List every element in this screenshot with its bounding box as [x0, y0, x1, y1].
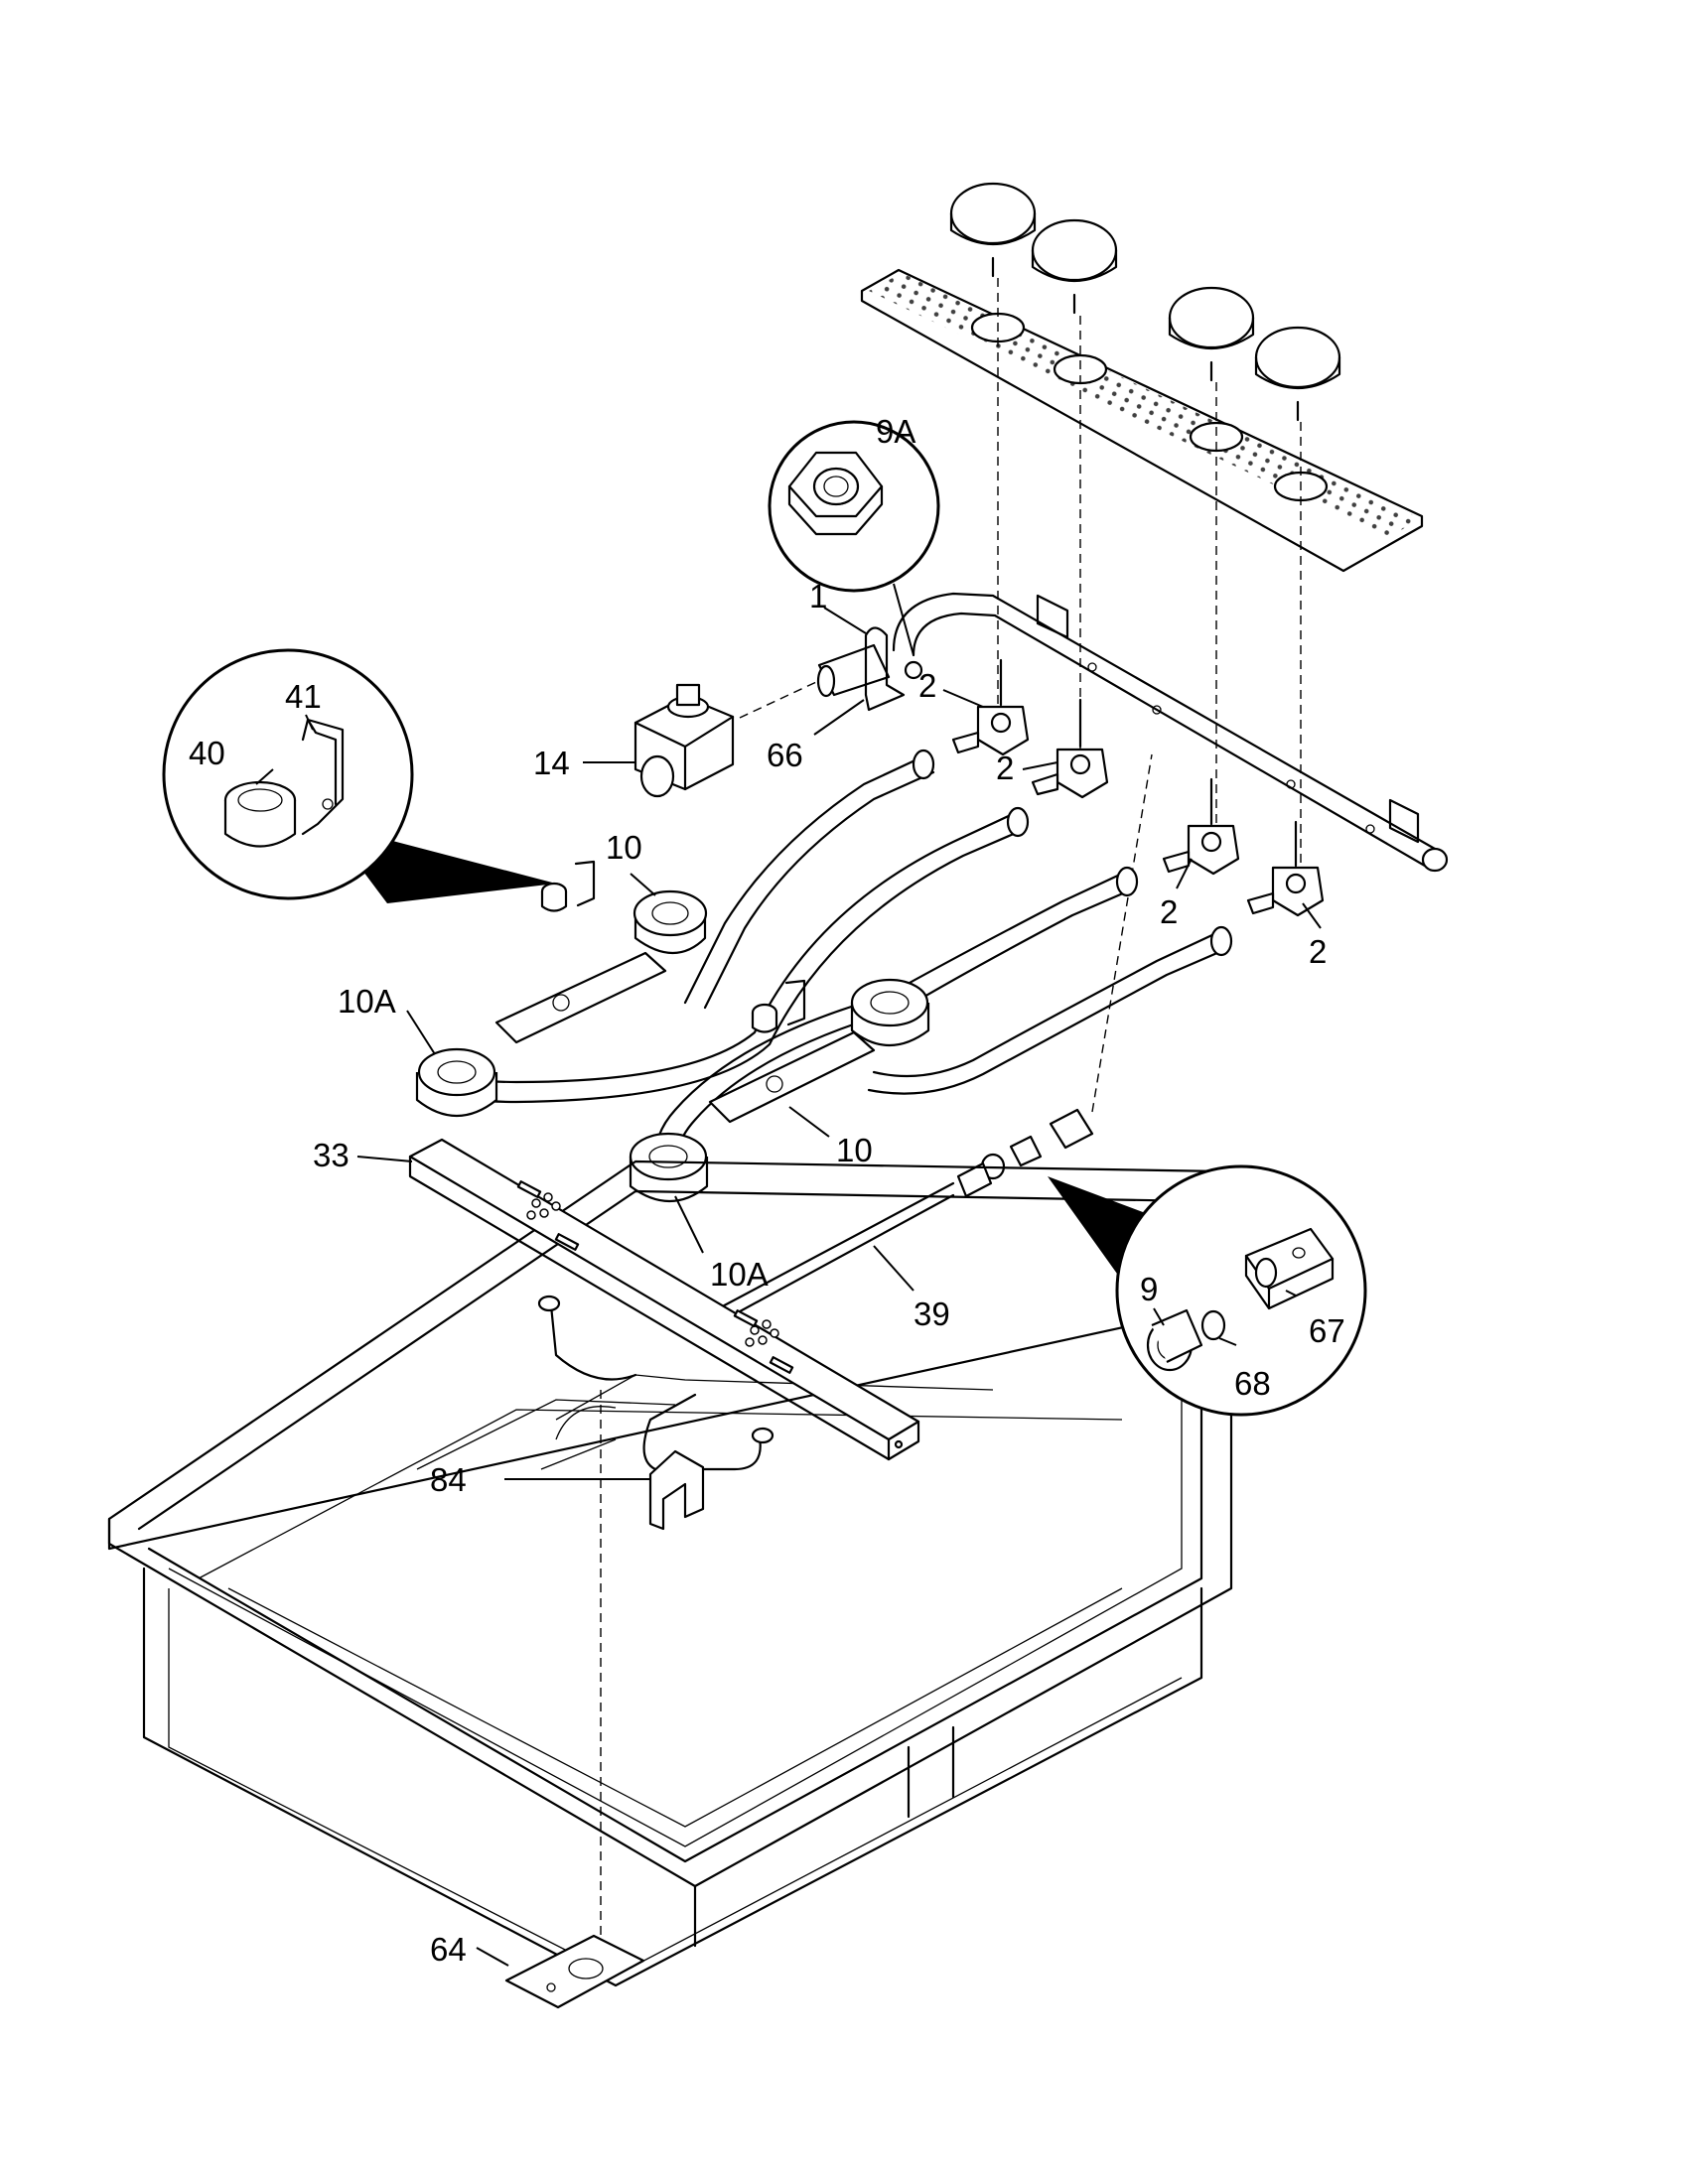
- callout-68: 68: [1234, 1365, 1271, 1402]
- orifice-fittings: [713, 1108, 1094, 1324]
- igniter-bar: [408, 1138, 920, 1461]
- inset-40-41: [162, 648, 556, 903]
- callout-2: 2: [1160, 893, 1178, 930]
- knob-2: [1031, 218, 1118, 315]
- manifold-pipe: [816, 592, 1449, 873]
- callout-40: 40: [189, 735, 225, 771]
- inset-9-67-68: [1048, 1164, 1367, 1417]
- knob-1: [949, 182, 1037, 278]
- callout-66: 66: [767, 737, 803, 773]
- burner-valves: [951, 658, 1325, 917]
- burner-head-rear-left: [415, 1047, 498, 1118]
- valve-4: [1246, 820, 1325, 917]
- burner-assemblies: [415, 749, 1233, 1203]
- callout-2: 2: [918, 667, 936, 704]
- burner-head-front-left: [629, 1132, 709, 1203]
- callout-10A: 10A: [338, 983, 396, 1020]
- control-knobs: [949, 182, 1341, 422]
- callout-10: 10: [836, 1132, 873, 1168]
- callout-33: 33: [313, 1137, 350, 1173]
- callout-39: 39: [914, 1296, 950, 1332]
- callout-10A: 10A: [710, 1256, 769, 1293]
- callout-1: 1: [809, 578, 827, 614]
- callout-9A: 9A: [876, 413, 915, 450]
- perforated-panel: [860, 268, 1424, 573]
- callout-2: 2: [996, 750, 1014, 786]
- callout-67: 67: [1309, 1312, 1345, 1349]
- knob-3: [1168, 286, 1255, 382]
- leader-lines: [255, 607, 1322, 1967]
- alignment-lines: [600, 278, 1302, 1980]
- callout-84: 84: [430, 1461, 467, 1498]
- callout-41: 41: [285, 678, 322, 715]
- callout-9: 9: [1140, 1271, 1158, 1307]
- clip-84: [648, 1449, 705, 1531]
- valve-2: [1031, 698, 1109, 799]
- pressure-regulator: [633, 683, 735, 798]
- knob-4: [1254, 326, 1341, 422]
- callout-14: 14: [533, 745, 570, 781]
- callout-10: 10: [606, 829, 642, 866]
- valve-1: [951, 658, 1030, 756]
- burner-head-rear-right: [633, 889, 708, 955]
- valve-3: [1162, 777, 1240, 876]
- callout-2: 2: [1309, 933, 1327, 970]
- gasket-64: [504, 1934, 645, 2009]
- callout-labels: 1 2 2 2 2 9A 10 10 10A 10A 14 33 39 40 4…: [189, 413, 1345, 1968]
- inset-9A: [768, 420, 940, 656]
- burner-head-front-right: [850, 978, 930, 1047]
- callout-64: 64: [430, 1931, 467, 1968]
